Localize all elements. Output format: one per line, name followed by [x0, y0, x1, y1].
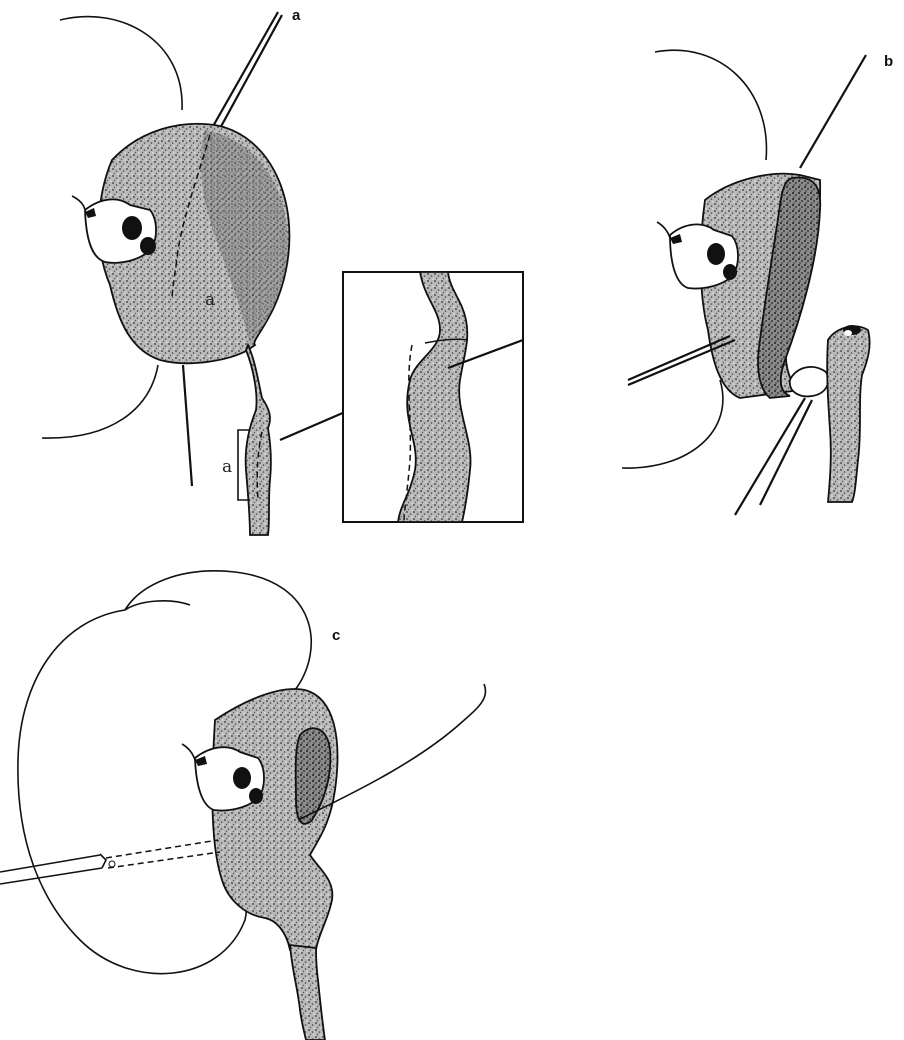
- kidney-outline-upper-b: [655, 50, 766, 160]
- ureter-c: [290, 945, 325, 1040]
- ureter-a: [246, 345, 271, 535]
- panel-a: a a a: [42, 7, 523, 535]
- ureter-b: [827, 326, 869, 502]
- inset-pointer-a: [280, 412, 345, 440]
- probe-b: [800, 55, 866, 168]
- panel-b: b: [622, 50, 893, 515]
- marker-a-label: a: [205, 290, 215, 310]
- panel-c-label: c: [332, 627, 340, 644]
- bracket-a-label: a: [222, 457, 232, 477]
- probe-a: [212, 12, 278, 128]
- kidney-outline-upper-a: [60, 17, 182, 110]
- renal-pelvis-c: [212, 689, 337, 950]
- upj-stump-b: [790, 367, 829, 396]
- lower-forceps-b: [735, 398, 805, 515]
- panel-a-label: a: [292, 7, 301, 24]
- kidney-outline-lower-b: [622, 380, 723, 468]
- nephrostomy-tube-c: [0, 855, 102, 884]
- lower-probe-a: [183, 365, 192, 486]
- panel-b-label: b: [884, 53, 893, 70]
- kidney-outline-lower-a: [42, 365, 158, 438]
- panel-c: c: [0, 571, 486, 1040]
